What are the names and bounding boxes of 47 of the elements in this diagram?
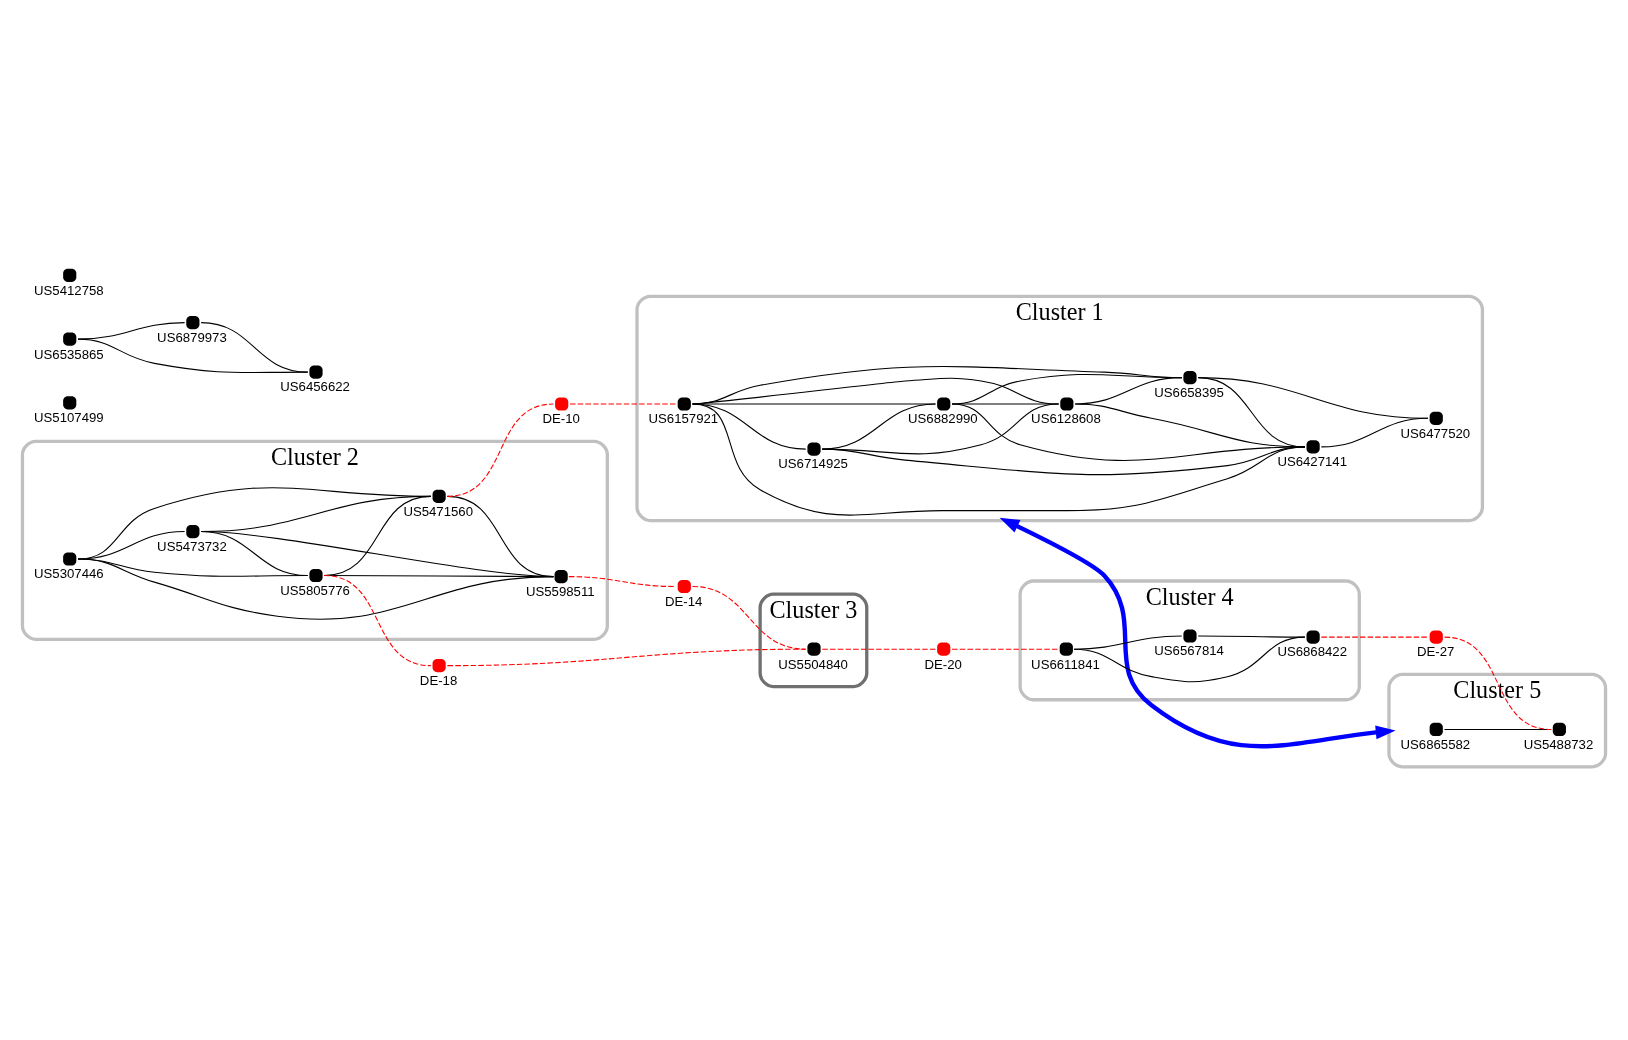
connector <box>200 322 309 373</box>
node-label: DE-20 <box>924 656 962 672</box>
node-label: US6882990 <box>908 411 978 427</box>
connector <box>691 403 1306 516</box>
node-label: US5504840 <box>778 656 848 672</box>
node-label: US6427141 <box>1277 454 1348 470</box>
node-label: DE-18 <box>419 673 458 689</box>
node-label: US5412758 <box>34 282 104 298</box>
node-label: US5473732 <box>157 538 227 554</box>
node-label: US6128608 <box>1031 411 1101 427</box>
node-label: US6535865 <box>34 346 104 362</box>
node-label: US5307446 <box>34 566 104 582</box>
connector <box>1320 636 1429 638</box>
node-label: US5471560 <box>403 503 474 519</box>
arrow <box>999 517 1396 749</box>
connector <box>691 585 807 650</box>
node-label: US6157921 <box>648 411 719 427</box>
node-label: DE-14 <box>665 593 703 609</box>
connector <box>1197 635 1306 638</box>
node-label: US6567814 <box>1154 643 1224 659</box>
node-label: DE-27 <box>1417 644 1455 660</box>
connector <box>951 403 1306 461</box>
node-label: US6714925 <box>778 456 848 472</box>
connector <box>568 576 677 588</box>
node-label: US5488732 <box>1523 736 1594 752</box>
node-label: DE-10 <box>542 411 580 427</box>
connector <box>951 648 1060 650</box>
connector <box>821 403 1060 455</box>
node-label: US6658395 <box>1154 384 1224 400</box>
connector <box>821 648 937 650</box>
node-label: US6477520 <box>1400 425 1471 441</box>
connector <box>446 403 554 497</box>
node-label: US6456622 <box>280 379 350 395</box>
connector <box>1320 417 1429 448</box>
connector <box>1073 635 1183 650</box>
connector <box>1443 636 1552 730</box>
connector <box>1073 636 1306 683</box>
connector <box>77 322 186 340</box>
node-label: US6879973 <box>157 330 227 346</box>
node-label: US6865582 <box>1400 736 1471 752</box>
connector <box>951 373 1183 405</box>
node-label: US6868422 <box>1277 644 1348 660</box>
node-label: US5805776 <box>280 582 350 598</box>
node-label: US5598511 <box>525 583 595 599</box>
node-label: US6611841 <box>1031 656 1100 672</box>
node-label: US5107499 <box>34 410 104 426</box>
connector <box>323 574 432 667</box>
